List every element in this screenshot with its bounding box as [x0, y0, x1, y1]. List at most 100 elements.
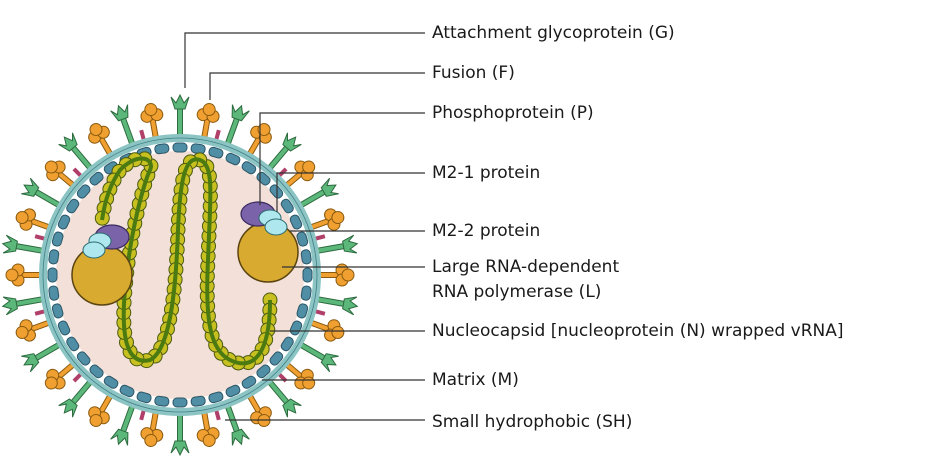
matrix-protein [300, 249, 312, 265]
f-head [331, 211, 345, 225]
matrix-protein [302, 267, 313, 283]
f-protein-spike [196, 405, 220, 447]
matrix-protein [172, 142, 188, 153]
matrix-protein [57, 214, 71, 230]
label-m2-2: M2-2 protein [432, 221, 541, 241]
matrix-protein [241, 375, 257, 389]
matrix-protein [51, 231, 64, 247]
membrane-outline [42, 137, 318, 413]
matrix-protein [48, 249, 60, 265]
f-head [144, 103, 158, 117]
matrix-protein [241, 161, 257, 175]
matrix-protein [48, 285, 60, 301]
label-attachment-glycoprotein: Attachment glycoprotein (G) [432, 23, 675, 43]
f-head [144, 433, 158, 447]
f-head [89, 123, 103, 137]
label-fusion: Fusion (F) [432, 63, 515, 83]
f-head [302, 160, 316, 174]
leader-f [209, 72, 425, 100]
matrix-protein [172, 397, 188, 408]
g-head [58, 132, 78, 152]
label-matrix: Matrix (M) [432, 370, 519, 390]
g-head [110, 104, 129, 122]
g-head [1, 296, 18, 316]
matrix-protein [296, 303, 309, 319]
matrix-protein [208, 146, 224, 159]
g-head [342, 234, 359, 254]
matrix-protein [136, 391, 152, 404]
f-head [15, 325, 29, 339]
g-head [231, 104, 250, 122]
f-head [341, 268, 355, 282]
g-head [342, 296, 359, 316]
m2-2-protein [264, 218, 288, 236]
g-protein-spike [170, 93, 190, 142]
label-polymerase-line1: Large RNA-dependent [432, 257, 620, 277]
nucleocapsid [94, 151, 278, 371]
g-head [170, 440, 190, 457]
g-head [21, 353, 40, 373]
matrix-protein [256, 364, 271, 379]
f-head [202, 433, 216, 447]
f-protein-spike [304, 208, 345, 233]
matrix-protein [289, 214, 303, 230]
g-head [110, 428, 129, 446]
g-protein-spike [263, 375, 302, 418]
matrix-protein [51, 303, 64, 319]
f-head [5, 268, 19, 282]
matrix-protein [225, 152, 241, 166]
g-head [320, 353, 339, 373]
matrix-protein [190, 395, 206, 407]
f-head [44, 160, 58, 174]
g-head [21, 177, 40, 197]
matrix-protein [154, 143, 170, 155]
f-head [202, 103, 216, 117]
f-head [44, 376, 58, 390]
matrix-protein [225, 384, 241, 398]
matrix-protein [269, 351, 284, 366]
m2-2-protein [82, 241, 106, 259]
leader-g [184, 32, 425, 88]
f-head [89, 413, 103, 427]
g-head [58, 398, 78, 418]
matrix-protein [269, 184, 284, 199]
label-phosphoprotein: Phosphoprotein (P) [432, 103, 594, 123]
g-head [231, 428, 250, 446]
matrix-protein [103, 375, 119, 389]
label-nucleocapsid: Nucleocapsid [nucleoprotein (N) wrapped … [432, 321, 844, 341]
leader-p [259, 112, 425, 205]
label-polymerase-line2: RNA polymerase (L) [432, 282, 602, 302]
matrix-protein [296, 231, 309, 247]
matrix-protein [208, 391, 224, 404]
polymerase-complex [237, 201, 299, 283]
matrix-protein [154, 395, 170, 407]
leader-m2-1 [276, 172, 425, 212]
matrix-protein [66, 198, 80, 214]
g-head [170, 93, 190, 110]
matrix-protein [280, 198, 294, 214]
g-head [1, 234, 18, 254]
g-head [282, 398, 302, 418]
f-head [257, 123, 271, 137]
g-protein-spike [294, 339, 339, 373]
polymerase-complex [71, 224, 133, 306]
g-protein-spike [58, 132, 97, 175]
label-small-hydrophobic: Small hydrophobic (SH) [432, 412, 633, 432]
matrix-protein [76, 184, 91, 199]
matrix-protein [300, 285, 312, 301]
f-protein-spike [140, 103, 164, 145]
vrna-core [100, 156, 272, 366]
matrix-protein [119, 384, 135, 398]
matrix-protein [89, 171, 104, 186]
matrix-protein [66, 336, 80, 352]
g-protein-spike [222, 399, 250, 446]
f-head [15, 211, 29, 225]
leader-lines [184, 32, 425, 421]
matrix-protein [280, 336, 294, 352]
matrix-protein [76, 351, 91, 366]
matrix-protein [47, 267, 58, 283]
label-m2-1: M2-1 protein [432, 163, 541, 183]
g-head [320, 177, 339, 197]
